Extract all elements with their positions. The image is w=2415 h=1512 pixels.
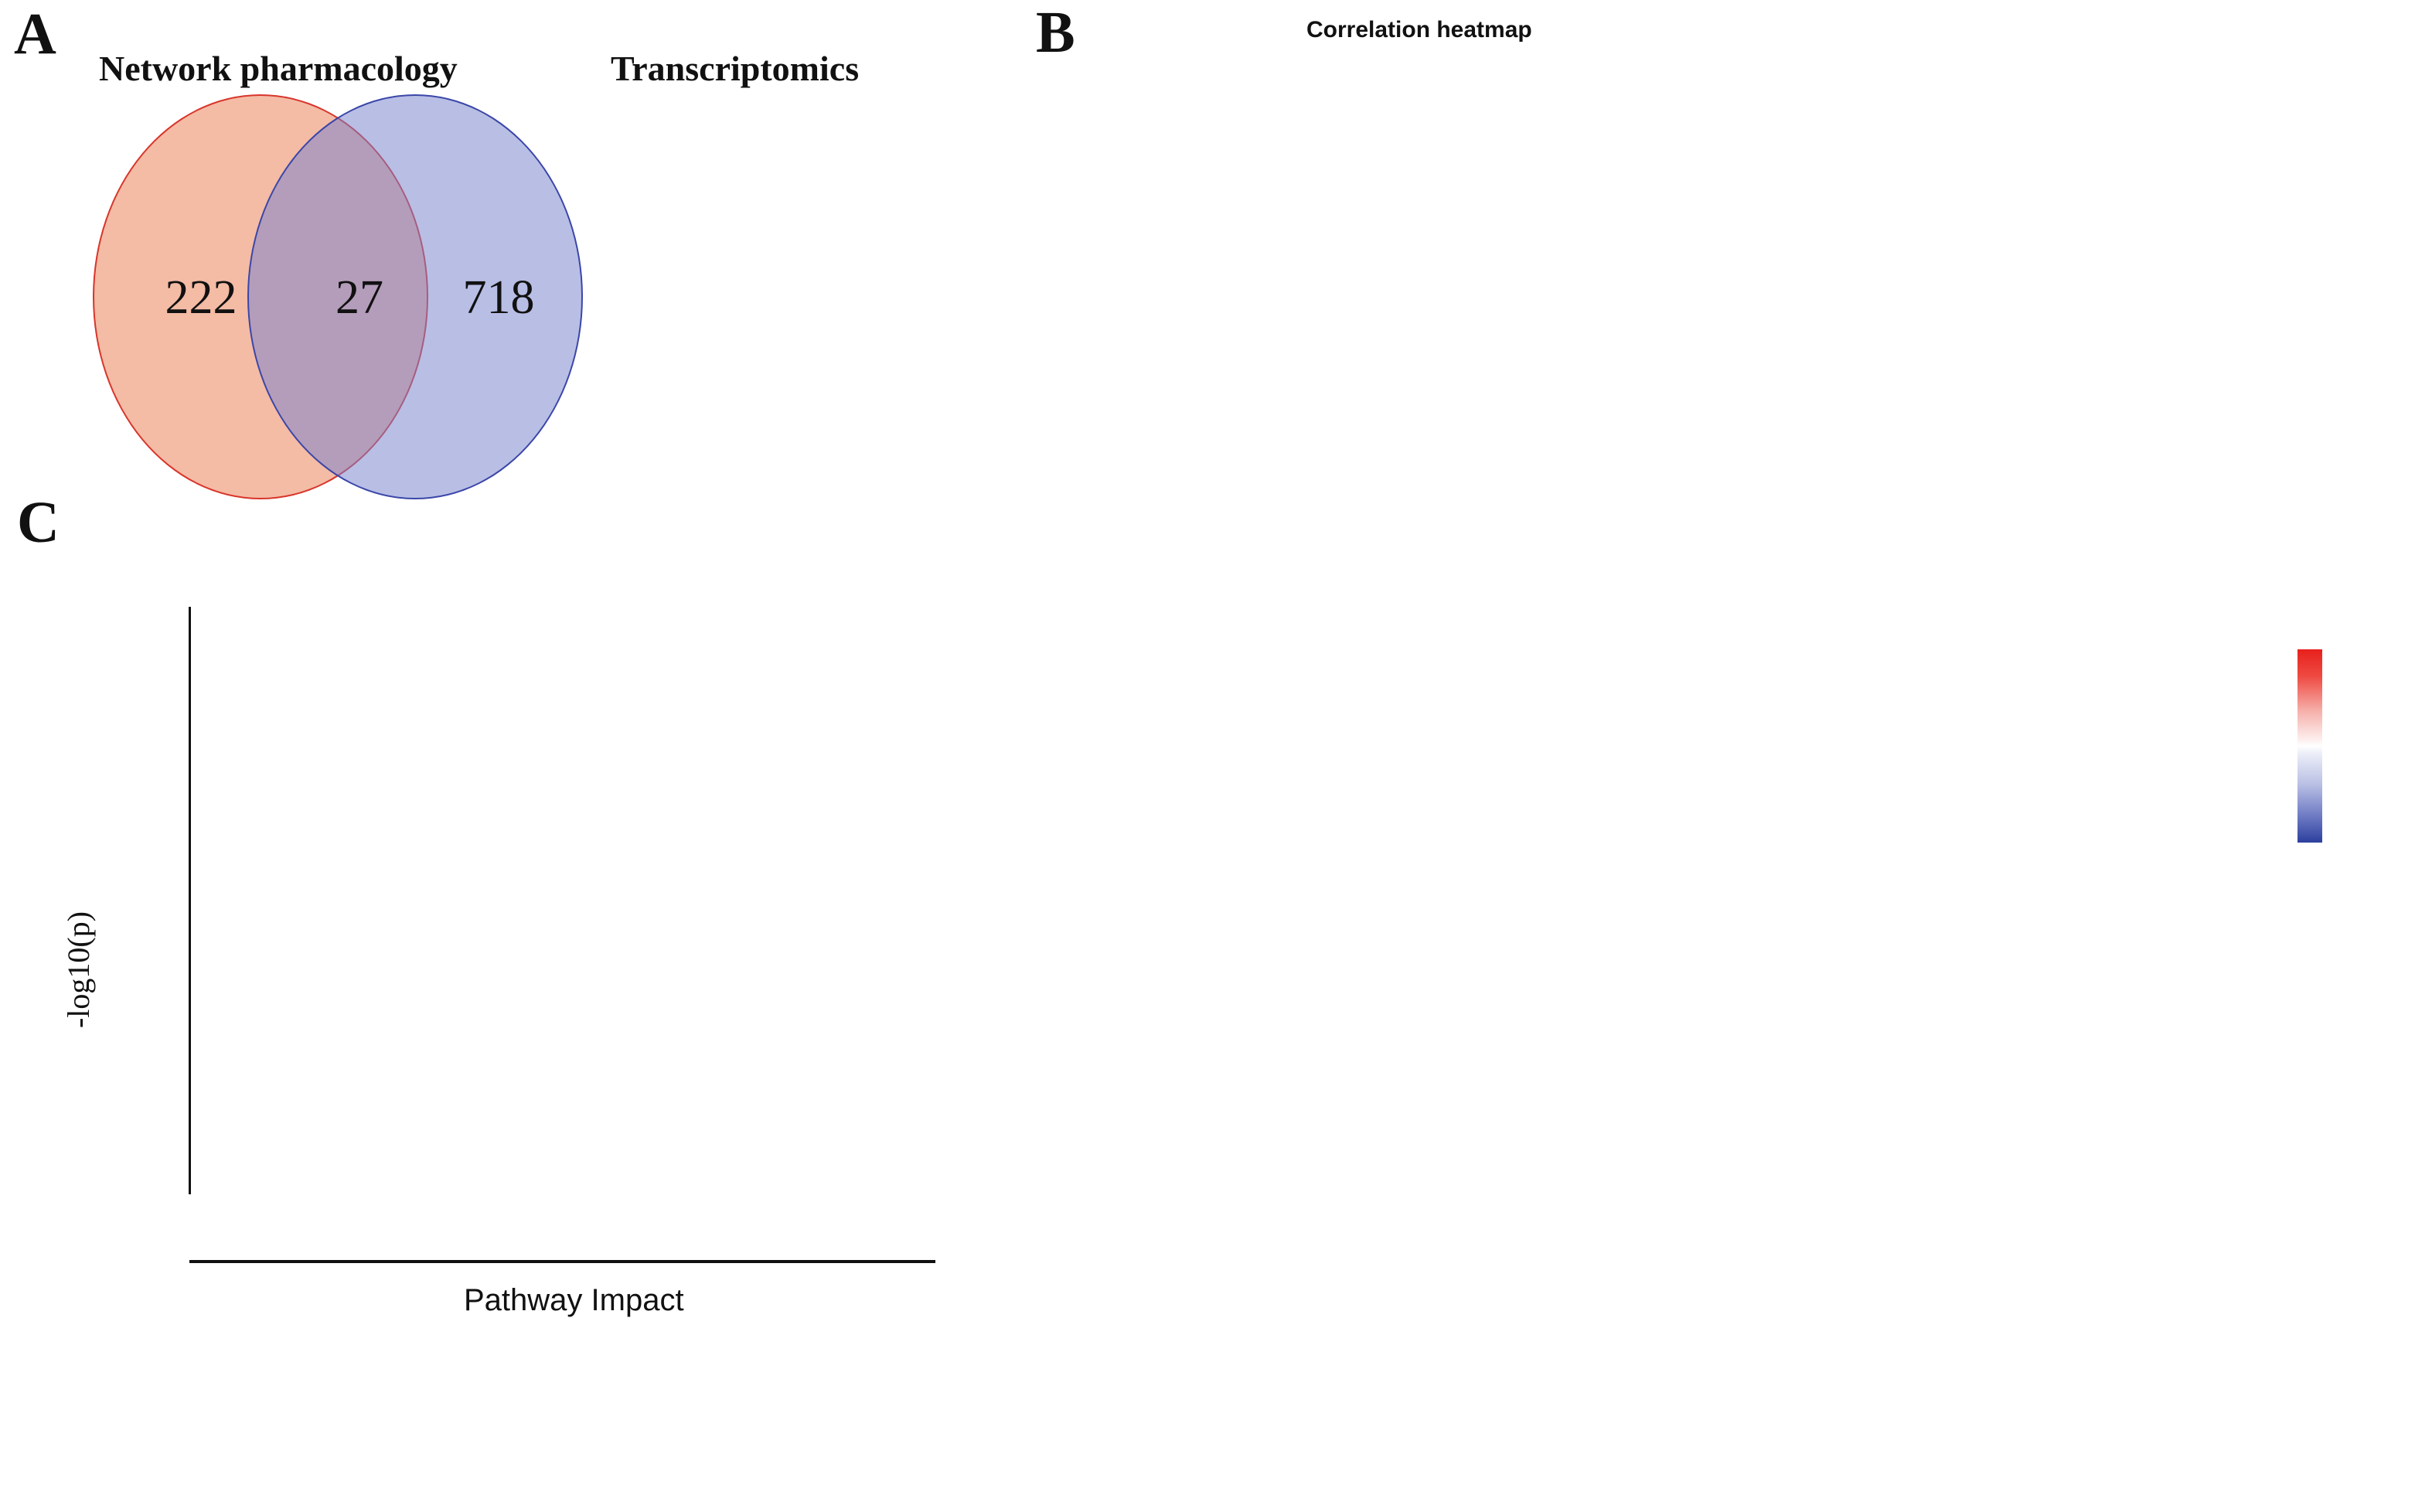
venn-right-title: Transcriptomics [611, 49, 860, 88]
scatter-plot-area[interactable] [189, 607, 932, 1187]
x-axis-label: Pathway Impact [464, 1283, 684, 1317]
panel-a-letter: A [14, 2, 56, 66]
venn-count-right-only: 718 [462, 271, 535, 324]
y-axis-line [189, 607, 191, 1194]
x-axis-line [189, 1260, 935, 1263]
panel-c-pathway-scatter: C -log10(p) Pathway Impact [0, 487, 1028, 1512]
heatmap-title: Correlation heatmap [1306, 17, 1532, 43]
venn-circle-transcriptomics[interactable] [247, 94, 583, 499]
venn-count-left-only: 222 [165, 271, 237, 324]
y-axis-label: -log10(p) [61, 911, 96, 1028]
colorbar-gradient [2297, 649, 2322, 843]
panel-c-letter: C [17, 490, 60, 555]
venn-count-intersection: 27 [336, 271, 383, 324]
panel-b-letter: B [1036, 0, 1075, 65]
venn-left-title: Network pharmacology [99, 49, 458, 88]
panel-a-venn: A Network pharmacology Transcriptomics 2… [0, 0, 1028, 541]
panel-b-correlation-heatmap: B Correlation heatmap [1028, 0, 2415, 1512]
